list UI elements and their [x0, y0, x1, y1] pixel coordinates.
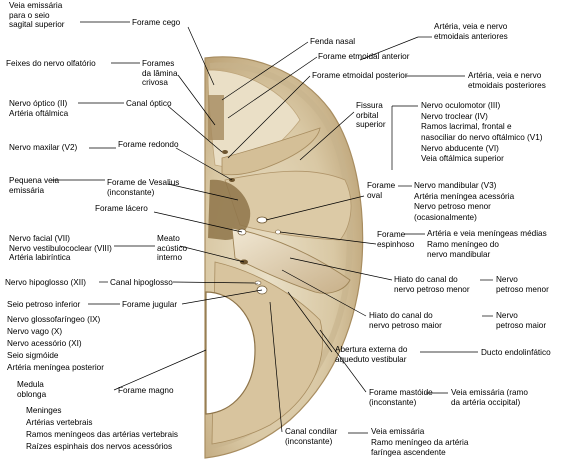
label-abertura-aqueduto: Abertura externa do aqueduto vestibular — [335, 345, 408, 364]
label-hiato-menor: Hiato do canal do nervo petroso menor — [394, 275, 470, 294]
label-feixes-olfatorio: Feixes do nervo olfatório — [6, 59, 96, 68]
label-forame-magno: Forame magno — [118, 386, 174, 395]
label-veia-emissaria-seio: Veia emissária para o seio sagital super… — [9, 1, 65, 30]
label-canal-hipoglosso: Canal hipoglosso — [110, 278, 173, 287]
label-forame-vesalius: Forame de Vesalius (inconstante) — [107, 178, 180, 197]
label-conteudo-magno: Meninges Artérias vertebrais Ramos menín… — [26, 406, 178, 451]
label-arteria-meningeas: Artéria e veia meníngeas médias Ramo men… — [427, 229, 547, 260]
label-forame-cego: Forame cego — [132, 18, 181, 27]
label-nervo-petroso-menor: Nervo petroso menor — [496, 275, 549, 294]
sella-region — [208, 179, 251, 240]
label-veia-mastoide: Veia emissária (ramo da artéria occipita… — [451, 388, 528, 407]
cribriform-plate — [208, 95, 224, 140]
label-forame-redondo: Forame redondo — [118, 140, 179, 149]
lesser-wing — [221, 127, 321, 176]
label-pequena-veia: Pequena veia emissária — [9, 176, 60, 195]
label-forame-etmoidal-post: Forame etmoidal posterior — [312, 71, 408, 80]
label-nervos-oval: Nervo mandibular (V3) Artéria meníngea a… — [414, 181, 515, 222]
label-forame-etmoidal-ant: Forame etmoidal anterior — [318, 52, 410, 61]
label-forame-jugular: Forame jugular — [122, 300, 178, 309]
label-fissura-orbital: Fissura orbital superior — [356, 101, 386, 130]
label-ducto-endolinfatico: Ducto endolinfático — [481, 348, 551, 357]
leader-lines — [52, 21, 493, 434]
label-nervo-facial: Nervo facial (VII) Nervo vestibulococlea… — [9, 234, 112, 263]
label-forame-oval: Forame oval — [367, 181, 396, 200]
label-nervos-jugular: Nervo glossofaríngeo (IX) Nervo vago (X)… — [7, 315, 104, 372]
label-medula: Medula oblonga — [17, 380, 47, 399]
label-arteria-etmoidais-post: Artéria, veia e nervo etmoidais posterio… — [468, 71, 546, 90]
label-veia-condilar: Veia emissária Ramo meníngeo da artéria … — [371, 427, 469, 458]
foramen-ovale-hole — [256, 216, 268, 224]
label-forame-mastoide: Forame mastóide (inconstante) — [369, 388, 433, 407]
label-forames-lamina: Forames da lâmina crivosa — [142, 59, 178, 88]
label-meato-acustico: Meato acústico interno — [157, 234, 188, 263]
label-fenda-nasal: Fenda nasal — [310, 37, 356, 46]
petrous-ridge — [231, 227, 351, 294]
label-nervo-optico: Nervo óptico (II) Artéria oftálmica — [9, 99, 69, 118]
label-canal-condilar: Canal condilar (inconstante) — [285, 427, 338, 446]
label-nervo-petroso-maior: Nervo petroso maior — [496, 311, 547, 330]
label-canal-optico: Canal óptico — [126, 99, 172, 108]
foramen-spinosum-hole — [275, 229, 281, 235]
label-forame-lacero: Forame lácero — [95, 204, 148, 213]
label-nervo-hipoglosso: Nervo hipoglosso (XII) — [5, 278, 86, 287]
label-forame-espinhoso: Forame espinhoso — [377, 230, 415, 249]
label-seio-petroso: Seio petroso inferior — [7, 300, 81, 309]
label-nervo-maxilar: Nervo maxilar (V2) — [9, 143, 78, 152]
optic-canal-hole — [222, 150, 228, 154]
label-hiato-maior: Hiato do canal do nervo petroso maior — [369, 311, 442, 330]
label-nervos-fissura: Nervo oculomotor (III) Nervo troclear (I… — [421, 101, 543, 164]
foramen-magnum-shape — [205, 291, 256, 415]
label-arteria-etmoidais-ant: Artéria, veia e nervo etmoidais anterior… — [434, 22, 508, 41]
